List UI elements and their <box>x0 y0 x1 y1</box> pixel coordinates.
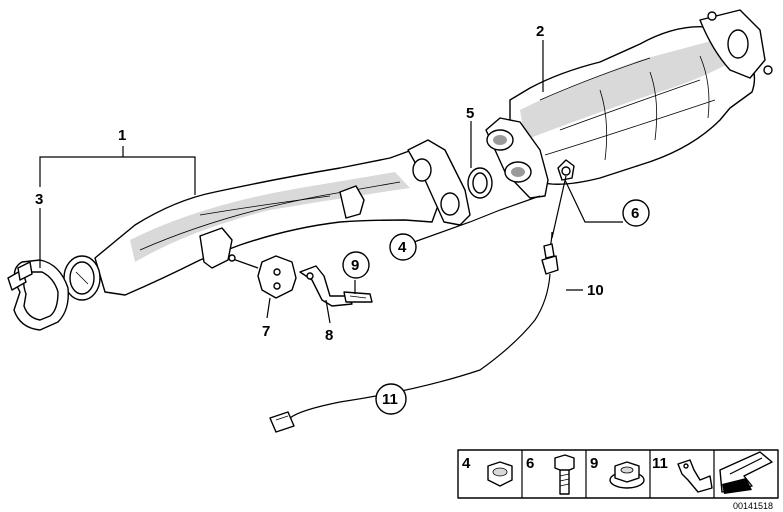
callout-7: 7 <box>262 323 270 340</box>
rubber-mounting <box>228 254 297 299</box>
callout-4: 4 <box>398 239 407 256</box>
strap-clip <box>343 291 373 303</box>
oxygen-sensor-cable <box>269 231 559 433</box>
callout-5: 5 <box>466 105 474 122</box>
bolt-icon <box>554 454 575 495</box>
gasket-ring <box>467 167 493 199</box>
callout-9: 9 <box>351 257 359 274</box>
catalytic-converter <box>485 9 773 199</box>
callout-10: 10 <box>587 282 604 299</box>
callout-1: 1 <box>118 127 126 144</box>
bracket-icon <box>677 459 713 493</box>
reference-number: 00141518 <box>733 501 773 511</box>
callout-3: 3 <box>35 191 43 208</box>
legend-label-9: 9 <box>590 455 598 472</box>
legend-label-6: 6 <box>526 455 534 472</box>
callout-11: 11 <box>382 391 398 408</box>
callout-8: 8 <box>325 327 333 344</box>
callout-11-circle <box>375 383 407 415</box>
nut-icon <box>487 461 513 487</box>
leader-lines <box>39 40 623 324</box>
callout-2: 2 <box>536 23 544 40</box>
flange-nut-icon <box>609 461 645 489</box>
exhaust-clamp <box>7 259 69 331</box>
legend-label-11: 11 <box>652 455 668 472</box>
exhaust-front-pipe <box>63 139 471 301</box>
legend-table: 4 6 9 11 <box>457 449 779 499</box>
callout-4-circle <box>389 233 417 261</box>
callout-9-circle <box>342 251 370 279</box>
callout-6: 6 <box>631 205 639 222</box>
legend-label-4: 4 <box>462 455 471 472</box>
callout-6-circle <box>622 199 650 227</box>
arrow-icon <box>719 451 773 494</box>
callout-labels: 1 2 3 4 5 6 7 8 9 10 11 <box>35 23 650 415</box>
